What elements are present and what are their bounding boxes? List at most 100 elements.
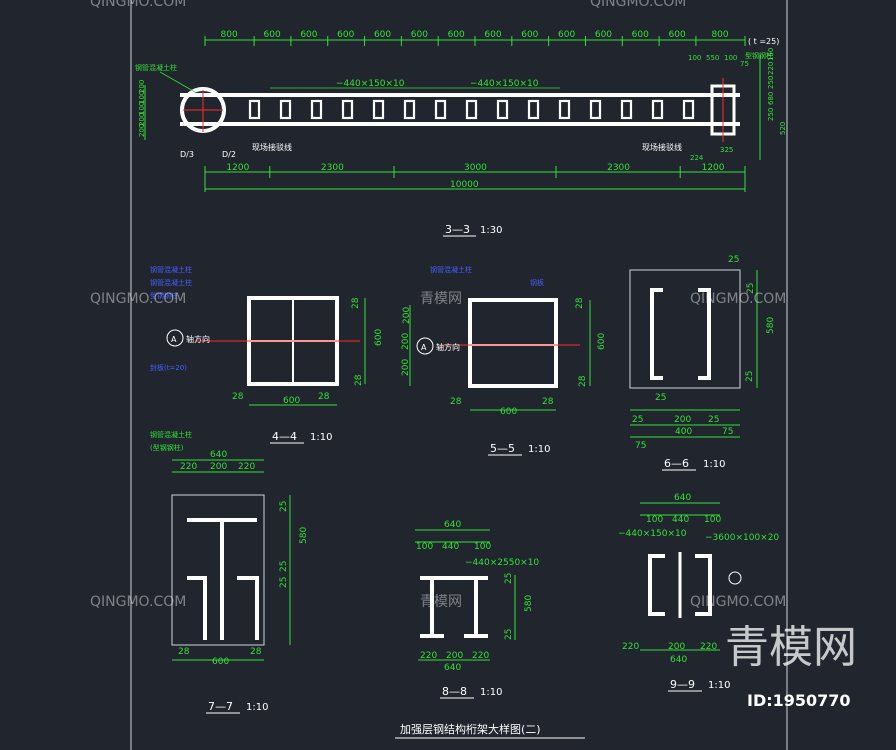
dim-t1: 640	[444, 520, 461, 530]
dim-t3: 440	[672, 515, 689, 525]
note-2: 钢板	[530, 278, 544, 287]
section-7-7-scale: 1:10	[246, 702, 268, 713]
bottom-dim-label: 2300	[607, 163, 630, 173]
column-outline	[171, 494, 265, 646]
plate-label: −440×2550×10	[465, 558, 539, 568]
section-4-4-title: 4—4	[272, 430, 297, 443]
right-col-label: 型钢钢柱	[745, 51, 773, 60]
truss-bottom-chord	[180, 122, 740, 126]
right-dim-label: 250	[767, 76, 775, 89]
left-dim-label: 200	[138, 113, 146, 126]
top-dim-label: 600	[448, 30, 465, 40]
top-dim-label: 600	[374, 30, 391, 40]
top-dim-label: 800	[221, 30, 238, 40]
left-dim-label: 100	[138, 102, 146, 115]
left-col-leader	[159, 71, 196, 93]
dim-s3: 200	[401, 359, 411, 376]
watermark-cn-big: 青模网	[725, 622, 857, 673]
plate-a-label: −440×150×10	[618, 529, 687, 539]
dim-b3: 28	[318, 392, 330, 402]
dim-r3: 25	[504, 629, 514, 640]
plate-b-label: −3600×100×20	[705, 533, 779, 543]
dim-b3: 220	[472, 651, 489, 661]
channel-right	[698, 288, 711, 380]
watermark-text: QINGMO.COM	[90, 0, 186, 10]
i-section	[420, 576, 488, 638]
axis-direction-note: 轴方向	[186, 334, 210, 344]
watermark-text: QINGMO.COM	[690, 291, 786, 307]
dim-r2: 580	[524, 595, 534, 612]
dim-r1: 25	[746, 283, 756, 294]
dim-b1: 28	[450, 397, 462, 407]
section-7-7-title: 7—7	[208, 700, 233, 713]
box-section	[468, 298, 558, 388]
label-1: 钢管混凝土柱	[150, 430, 192, 439]
column-outline	[629, 269, 741, 389]
top-right-note: ( t =25)	[748, 37, 779, 46]
axis-bubble-label: A	[171, 335, 177, 344]
dim-r4: 25	[279, 577, 289, 588]
web-plate	[682, 99, 695, 120]
section-6-6-title: 6—6	[664, 457, 689, 470]
top-dim-label: 600	[337, 30, 354, 40]
axis-bubble	[416, 337, 434, 355]
top-dim-ticks	[204, 36, 746, 46]
watermark-text: QINGMO.COM	[690, 594, 786, 610]
section-4-4-scale: 1:10	[310, 432, 332, 443]
right-dim-label: 150	[767, 48, 775, 61]
dim-b2: 200	[446, 651, 463, 661]
top-dim-label: 600	[411, 30, 428, 40]
dim-b4: 640	[670, 655, 687, 665]
truss-web-plates	[248, 99, 695, 120]
web-plate	[279, 99, 292, 120]
web-plate	[341, 99, 354, 120]
right-dim-label: 100	[688, 54, 701, 62]
axis-direction-note: 轴方向	[436, 342, 460, 352]
dim-b4: 25	[708, 415, 719, 425]
section-7-7: 钢管混凝土柱 (型钢钢柱) 28 600 28 640 220 200 220 …	[150, 430, 309, 714]
top-dim-label: 600	[521, 30, 538, 40]
web-plate	[651, 99, 664, 120]
section-8-8: 640 100 440 100 −440×2550×10 25 580 25 2…	[415, 520, 539, 699]
top-dim-label: 600	[484, 30, 501, 40]
plate-label-right: −440×150×10	[470, 79, 539, 89]
bottom-dim-label: 2300	[321, 163, 344, 173]
right-dim-label: 100	[724, 54, 737, 62]
note-2: 钢管混凝土柱	[150, 278, 192, 287]
dim-b2: 600	[500, 407, 517, 417]
axis-mark-1: D/3	[180, 150, 194, 159]
bottom-dim-label: 1200	[702, 163, 725, 173]
i-section-upper	[187, 518, 257, 640]
top-dim-label: 600	[632, 30, 649, 40]
watermark-text: QINGMO.COM	[90, 291, 186, 307]
dim-r3: 25	[279, 561, 289, 572]
dim-b2: 25	[632, 415, 643, 425]
bottom-dim-label: 1200	[226, 163, 249, 173]
web-plate	[403, 99, 416, 120]
label-2: (型钢钢柱)	[150, 443, 184, 452]
dim-b1: 220	[420, 651, 437, 661]
left-dim-label: 200	[138, 124, 146, 137]
watermark-text: QINGMO.COM	[90, 594, 186, 610]
drawing-title: 加强层钢结构桁架大样图(二)	[400, 722, 541, 736]
web-plate	[434, 99, 447, 120]
dim-b1: 25	[655, 393, 666, 403]
dim-r3: 28	[578, 375, 588, 387]
note-1: 钢管混凝土柱	[150, 265, 192, 274]
section-8-8-title: 8—8	[442, 685, 467, 698]
note-4: 封板(t=20)	[150, 363, 187, 372]
watermark-id: ID:1950770	[747, 691, 851, 710]
dim-r1: 25	[504, 573, 514, 584]
note-right: 现场接驳线	[642, 142, 682, 152]
web-plate	[589, 99, 602, 120]
truss-top-chord	[180, 93, 740, 97]
dim-t2: 100	[646, 515, 663, 525]
dim-t4: 100	[704, 515, 721, 525]
top-dim-label: 600	[558, 30, 575, 40]
top-dim-label: 600	[669, 30, 686, 40]
section-9-9-scale: 1:10	[708, 680, 730, 691]
top-dim-label: 600	[300, 30, 317, 40]
